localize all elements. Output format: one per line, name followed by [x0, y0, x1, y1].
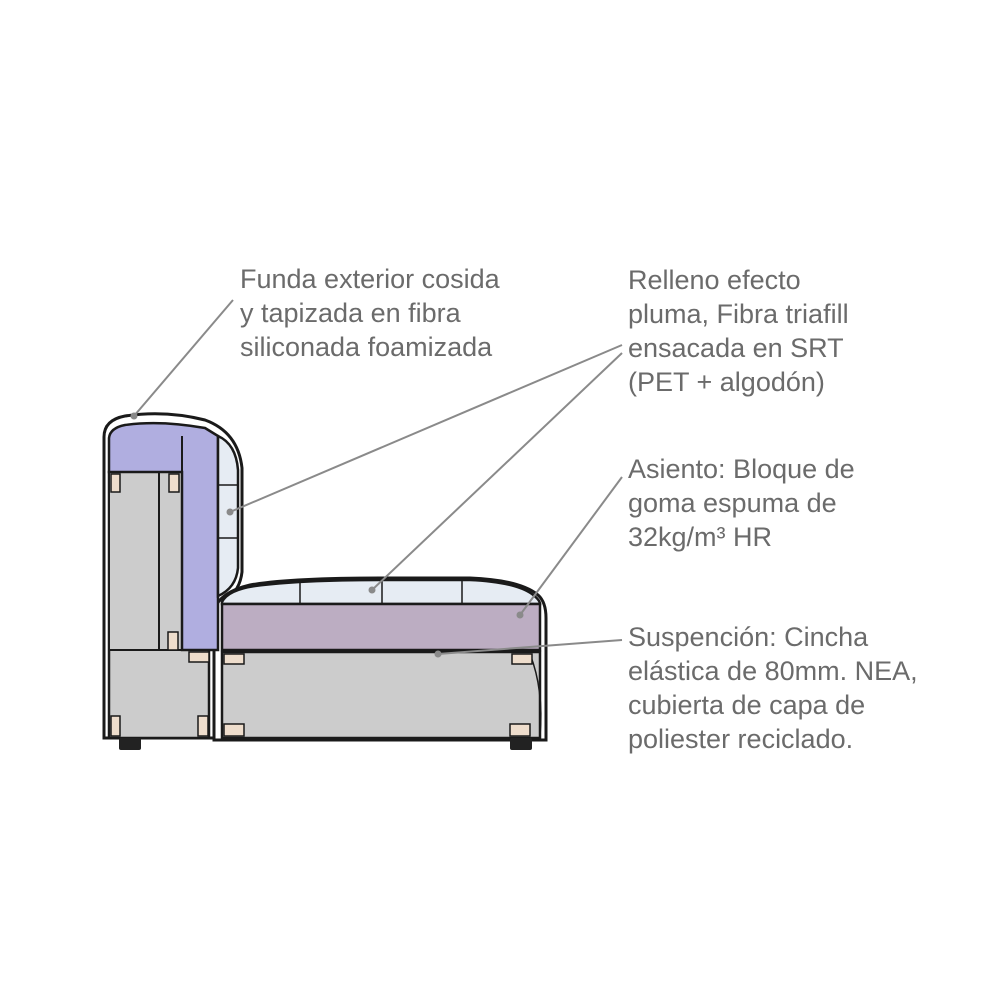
callout-suspension-line-1: Suspención: Cincha [628, 622, 869, 652]
callout-asiento-line-3: 32kg/m³ HR [628, 522, 773, 552]
wood-blocks [110, 473, 533, 737]
callout-funda-line-1: Funda exterior cosida [240, 264, 500, 294]
callout-suspension-line-2: elástica de 80mm. NEA, [628, 656, 918, 686]
callout-relleno-line-1: Relleno efecto [628, 265, 801, 295]
back-foam [107, 421, 220, 652]
seat-foam-block [220, 602, 542, 652]
seat-base-frame [220, 650, 542, 740]
callout-relleno-line-4: (PET + algodón) [628, 367, 825, 397]
callout-funda-line-3: siliconada foamizada [240, 332, 493, 362]
callout-suspension-line-3: cubierta de capa de [628, 690, 866, 720]
callout-asiento: Asiento: Bloque de goma espuma de 32kg/m… [628, 452, 855, 554]
callout-suspension: Suspención: Cincha elástica de 80mm. NEA… [628, 620, 918, 756]
callout-relleno-line-3: ensacada en SRT [628, 333, 844, 363]
sofa-feet [119, 738, 532, 750]
callout-relleno-line-2: pluma, Fibra triafill [628, 299, 849, 329]
callout-funda-line-2: y tapizada en fibra [240, 298, 461, 328]
callout-asiento-line-1: Asiento: Bloque de [628, 454, 855, 484]
leader-line-relleno-back [229, 344, 623, 513]
back-cushion [216, 434, 240, 598]
callout-relleno: Relleno efecto pluma, Fibra triafill ens… [628, 263, 849, 399]
leader-line-funda [133, 299, 234, 417]
leader-line-relleno-seat [371, 352, 623, 591]
callout-asiento-line-2: goma espuma de [628, 488, 837, 518]
leader-lines [133, 299, 623, 655]
callout-suspension-line-4: poliester reciclado. [628, 724, 854, 754]
callout-funda-exterior: Funda exterior cosida y tapizada en fibr… [240, 262, 500, 364]
leader-line-asiento [519, 476, 623, 616]
seat-cushion [220, 578, 542, 606]
leader-line-suspension [437, 639, 623, 655]
leader-dots [130, 412, 524, 658]
